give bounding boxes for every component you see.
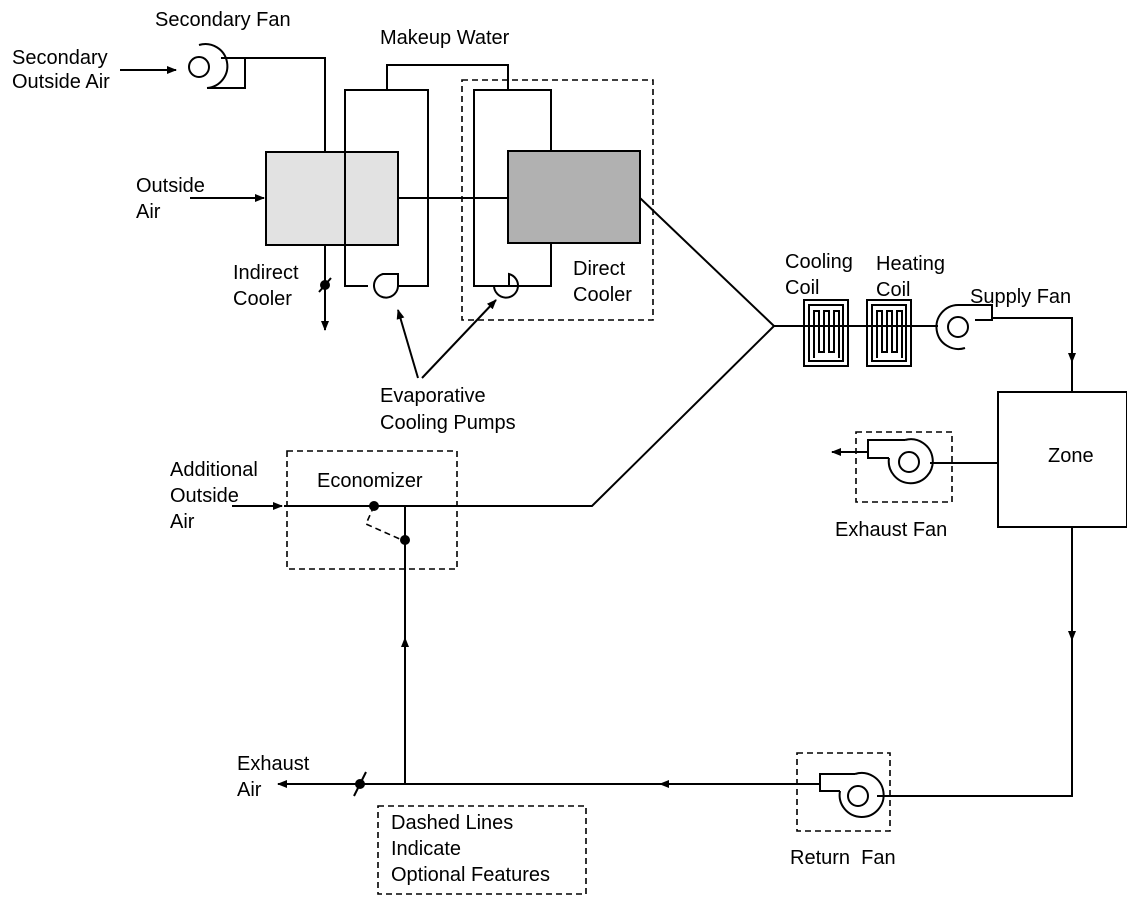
direct-water-loop (473, 89, 552, 287)
secondary-fan-icon (188, 43, 246, 89)
cooling-coil-label-line1: Cooling (785, 251, 853, 273)
economizer-label: Economizer (317, 470, 423, 492)
pump-pointer-right (421, 299, 497, 379)
secondary-fan-label: Secondary Fan (155, 9, 291, 31)
economizer-outlet-duct (284, 325, 775, 507)
exhaust-fan-icon (867, 438, 934, 485)
direct-cooler-label-line1: Direct (573, 258, 626, 280)
direct-cooler-outlet-duct (639, 197, 775, 327)
makeup-water-line (386, 64, 509, 90)
return-fan-icon (819, 771, 885, 818)
economizer-optional-box (286, 450, 458, 570)
indirect-cooler-label-line1: Indirect (233, 262, 299, 284)
return-fan-label: Return Fan (790, 847, 896, 869)
heating-coil-label-line2: Coil (876, 279, 910, 301)
outside-air-label-line2: Air (136, 201, 161, 223)
zone-label: Zone (1048, 445, 1094, 467)
supply-fan-icon (935, 304, 993, 350)
secondary-fan-duct (245, 57, 326, 152)
zone-return-duct (877, 527, 1073, 797)
indirect-cooler-box (265, 151, 399, 246)
makeup-water-label: Makeup Water (380, 27, 510, 49)
evaporative-pumps-label-line1: Evaporative (380, 385, 486, 407)
economizer-damper-linkage (364, 505, 403, 541)
pump-pointer-left (396, 309, 419, 379)
additional-outside-air-label-line1: Additional (170, 459, 258, 481)
heating-coil-icon (866, 299, 912, 367)
evaporative-pumps-label-line2: Cooling Pumps (380, 412, 516, 434)
exhaust-air-label-line1: Exhaust (237, 753, 310, 775)
indirect-pump-icon (373, 273, 399, 299)
direct-cooler-optional-box (461, 79, 654, 321)
exhaust-air-label-line2: Air (237, 779, 262, 801)
secondary-outside-air-label-line1: Secondary (12, 47, 108, 69)
direct-pump-icon (492, 272, 519, 299)
legend-line1: Dashed Lines (391, 812, 513, 834)
legend-line3: Optional Features (391, 864, 550, 886)
secondary-outside-air-label-line2: Outside Air (12, 71, 110, 93)
additional-outside-air-label-line3: Air (170, 511, 195, 533)
return-fan-optional-box (796, 752, 891, 832)
direct-water-loop-right (509, 243, 552, 287)
exhaust-fan-optional-box (855, 431, 953, 503)
indirect-cooler-label-line2: Cooler (233, 288, 292, 310)
indirect-damper-pivot (320, 280, 330, 290)
supply-to-zone-duct (992, 317, 1073, 392)
exhaust-damper-pivot (355, 779, 365, 789)
supply-fan-label: Supply Fan (970, 286, 1071, 308)
zone-box (997, 391, 1127, 528)
direct-cooler-box (507, 150, 641, 244)
legend-box (377, 805, 587, 895)
cooling-coil-label-line2: Coil (785, 277, 819, 299)
direct-cooler-label-line2: Cooler (573, 284, 632, 306)
exhaust-fan-label: Exhaust Fan (835, 519, 947, 541)
outside-air-label-line1: Outside (136, 175, 205, 197)
additional-outside-air-label-line2: Outside (170, 485, 239, 507)
cooling-coil-icon (803, 299, 849, 367)
heating-coil-label-line1: Heating (876, 253, 945, 275)
legend-line2: Indicate (391, 838, 461, 860)
